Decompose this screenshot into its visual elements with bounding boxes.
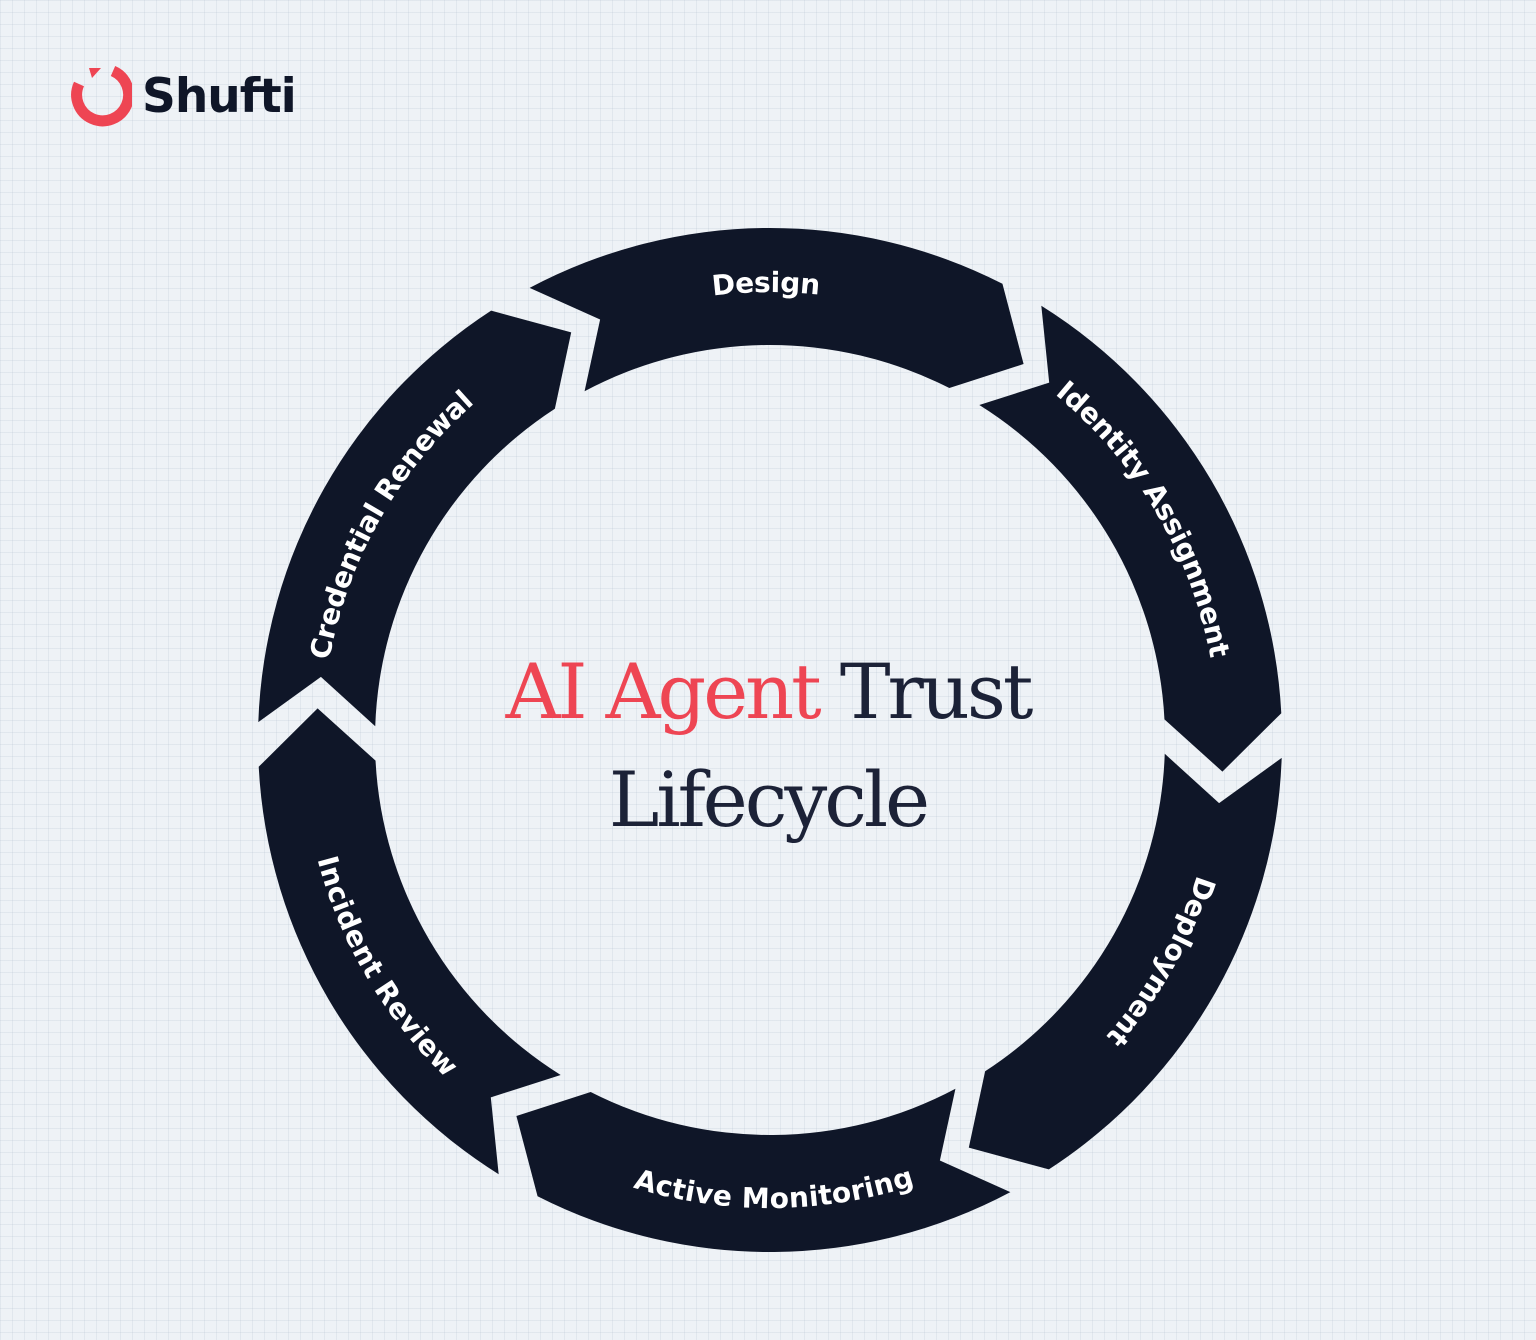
stage-segment-1 [529, 227, 1024, 392]
title-accent: AI Agent [505, 647, 822, 736]
shufti-logo-icon [71, 65, 132, 127]
stage-segment-5 [258, 708, 561, 1175]
stage-segment-4 [516, 1088, 1011, 1253]
title-line-2: Lifecycle [608, 755, 930, 844]
stage-segment-2 [979, 305, 1282, 772]
title-line-1: AI Agent Trust [418, 638, 1118, 746]
stage-segment-3 [968, 753, 1282, 1170]
diagram-title: AI Agent Trust Lifecycle [418, 638, 1118, 854]
stage-label-1: Design [710, 265, 821, 302]
stage-segment-6 [258, 310, 572, 727]
brand-logo: Shufti [70, 62, 297, 130]
title-rest: Trust [839, 647, 1034, 736]
brand-name: Shufti [142, 68, 297, 124]
lifecycle-segments [258, 227, 1282, 1253]
